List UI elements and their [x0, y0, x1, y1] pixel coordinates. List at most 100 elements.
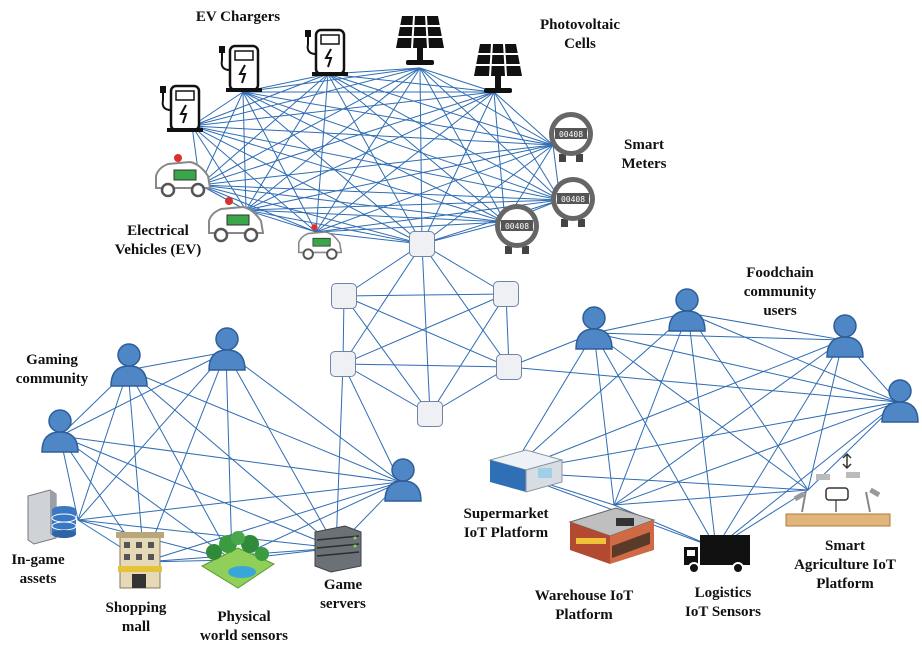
- connection-edge: [315, 67, 421, 233]
- connection-edge: [419, 67, 506, 223]
- connection-edge: [509, 332, 595, 473]
- electric-car-icon: [155, 154, 212, 198]
- label-line: community: [15, 371, 89, 387]
- connection-edge: [613, 339, 844, 506]
- connection-edge: [327, 73, 423, 245]
- electric-car-icon: [208, 197, 265, 243]
- label-line: Smart: [624, 137, 664, 153]
- connection-edge: [242, 91, 561, 201]
- label-line: Smart: [825, 538, 865, 554]
- connection-edge: [429, 366, 510, 415]
- user-icon: [384, 458, 422, 502]
- connection-edge: [335, 363, 344, 549]
- connection-edge: [342, 363, 401, 483]
- connection-edge: [493, 91, 506, 223]
- connection-edge: [493, 91, 561, 201]
- label-line: mall: [121, 619, 151, 635]
- connection-edge: [715, 339, 844, 549]
- hub-node-top: [409, 231, 435, 257]
- connection-edge: [421, 144, 554, 245]
- connection-edge: [342, 363, 510, 368]
- connection-edge: [191, 91, 244, 127]
- database-server-icon: [27, 489, 77, 545]
- connection-edge: [419, 67, 423, 245]
- connection-edge: [315, 73, 329, 233]
- label-line: IoT Sensors: [685, 604, 761, 620]
- connection-edge: [231, 481, 401, 561]
- drone-farm-icon: [785, 452, 891, 527]
- connection-edge: [421, 243, 507, 295]
- connection-edge: [613, 312, 689, 506]
- connection-edge: [419, 67, 554, 146]
- label-line: Platform: [555, 607, 613, 623]
- connection-edge: [687, 312, 717, 549]
- label-shopping-mall: Shopping mall: [88, 599, 184, 637]
- connection-edge: [199, 184, 247, 211]
- connection-edge: [199, 73, 329, 186]
- store-icon: [488, 449, 564, 493]
- connection-edge: [327, 73, 554, 146]
- connection-edge: [245, 209, 317, 233]
- label-line: world sensors: [200, 628, 288, 644]
- park-icon: [200, 531, 276, 589]
- connection-edge: [225, 351, 401, 483]
- connection-edge: [593, 332, 717, 549]
- connection-edge: [421, 243, 431, 415]
- connection-edge: [77, 519, 337, 549]
- smart-meter-icon: 00408: [551, 177, 595, 227]
- connection-edge: [245, 67, 421, 211]
- building-icon: [116, 532, 164, 589]
- connection-edge: [315, 221, 506, 233]
- connection-edge: [493, 91, 554, 146]
- user-icon: [575, 306, 613, 350]
- user-icon: [668, 288, 706, 332]
- connection-edge: [191, 125, 423, 245]
- meter-reading: 00408: [505, 222, 529, 231]
- connection-edge: [429, 293, 507, 415]
- label-line: Agriculture IoT: [794, 557, 896, 573]
- label-warehouse: Warehouse IoT Platform: [518, 587, 650, 625]
- label-line: Electrical: [127, 223, 189, 239]
- solar-panel-icon: [396, 15, 444, 65]
- hub-node-bottom: [417, 401, 443, 427]
- smart-meter-icon: 00408: [549, 112, 593, 162]
- label-line: Shopping: [105, 600, 167, 616]
- ev-charger-icon: [219, 44, 262, 92]
- connection-edge: [245, 199, 561, 211]
- connection-edge: [77, 369, 129, 521]
- connection-edge: [343, 295, 510, 368]
- connection-edge: [419, 67, 495, 93]
- label-line: Warehouse IoT: [534, 588, 634, 604]
- connection-edge: [143, 351, 227, 563]
- connection-edge: [715, 401, 899, 549]
- connection-edge: [225, 351, 233, 561]
- ev-charger-icon: [305, 28, 348, 76]
- user-icon: [41, 409, 79, 453]
- connection-edge: [77, 351, 227, 521]
- label-line: In-game: [11, 552, 65, 568]
- connection-edge: [199, 144, 554, 186]
- connection-edge: [127, 369, 145, 563]
- label-line: users: [763, 303, 797, 319]
- connection-edge: [242, 91, 247, 211]
- hub-node-upper-right: [493, 281, 519, 307]
- connection-edge: [245, 91, 495, 211]
- label-line: Meters: [621, 156, 667, 172]
- label-line: community: [743, 284, 817, 300]
- connection-edge: [421, 199, 561, 245]
- electric-car-icon: [297, 224, 343, 260]
- connection-edge: [508, 366, 899, 403]
- connection-edge: [242, 91, 317, 233]
- user-icon: [881, 379, 919, 423]
- connection-edge: [127, 369, 233, 561]
- connection-edge: [199, 184, 423, 245]
- truck-icon: [684, 535, 750, 574]
- label-line: Supermarket: [463, 506, 549, 522]
